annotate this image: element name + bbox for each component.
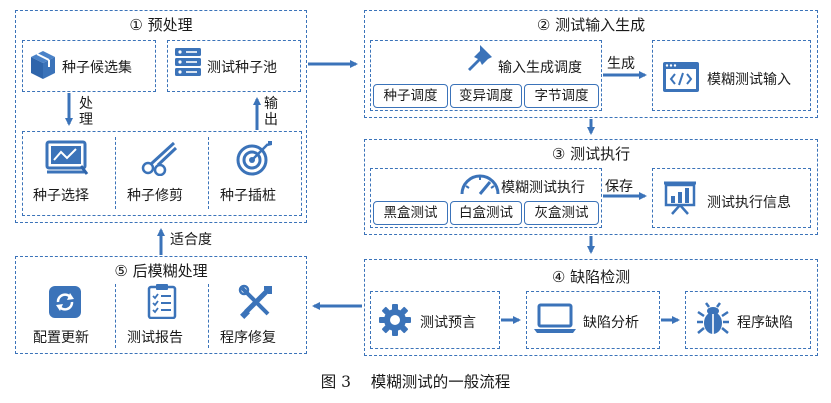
divider bbox=[115, 284, 116, 348]
generate-label: 生成 bbox=[607, 56, 635, 72]
bug-icon bbox=[697, 302, 729, 334]
seed-candidates-box bbox=[22, 40, 156, 92]
scissors-icon bbox=[141, 141, 178, 176]
fitness-label: 适合度 bbox=[170, 232, 212, 248]
save-label: 保存 bbox=[605, 179, 633, 195]
white-box-chip: 白盒测试 bbox=[450, 201, 522, 225]
stage5-title: ⑤ 后模糊处理 bbox=[114, 262, 208, 280]
exec-info-box bbox=[652, 168, 811, 228]
refresh-icon bbox=[49, 286, 81, 318]
oracle-label: 测试预言 bbox=[420, 315, 476, 331]
pushpin-icon bbox=[468, 45, 492, 71]
seed-ops-box bbox=[22, 131, 302, 216]
tools-icon bbox=[238, 284, 272, 319]
monitor-chart-icon bbox=[45, 140, 89, 175]
program-bug-box bbox=[685, 291, 811, 349]
gear-icon bbox=[379, 304, 411, 336]
schedule-box bbox=[370, 40, 602, 111]
cube-icon bbox=[31, 51, 55, 79]
seed-candidates-label: 种子候选集 bbox=[62, 60, 132, 76]
stage1-title: ① 预处理 bbox=[129, 16, 193, 34]
black-box-chip: 黑盒测试 bbox=[373, 201, 448, 225]
divider bbox=[208, 137, 209, 209]
byte-schedule-chip: 字节调度 bbox=[524, 84, 599, 108]
schedule-label: 输入生成调度 bbox=[498, 60, 582, 76]
stage2-title: ② 测试输入生成 bbox=[536, 16, 646, 34]
analysis-label: 缺陷分析 bbox=[583, 315, 639, 331]
test-report-label: 测试报告 bbox=[127, 330, 183, 346]
code-window-icon bbox=[663, 62, 699, 92]
gray-box-chip: 灰盒测试 bbox=[524, 201, 599, 225]
presentation-chart-icon bbox=[664, 181, 696, 215]
seed-instrument-label: 种子插桩 bbox=[220, 188, 276, 204]
figure-caption: 图 3 模糊测试的一般流程 bbox=[320, 373, 511, 391]
laptop-icon bbox=[534, 303, 576, 333]
seed-pool-label: 测试种子池 bbox=[207, 60, 277, 76]
execution-box bbox=[370, 168, 602, 228]
program-repair-label: 程序修复 bbox=[220, 330, 276, 346]
stage1-preprocess-panel bbox=[15, 10, 307, 223]
seed-select-label: 种子选择 bbox=[33, 188, 89, 204]
execution-label: 模糊测试执行 bbox=[501, 180, 585, 196]
fuzz-input-label: 模糊测试输入 bbox=[707, 72, 791, 88]
checklist-icon bbox=[147, 284, 177, 319]
stage4-bug-detection-panel bbox=[364, 259, 818, 356]
seed-schedule-chip: 种子调度 bbox=[373, 84, 448, 108]
exec-info-label: 测试执行信息 bbox=[707, 195, 791, 211]
seed-pool-box bbox=[167, 40, 301, 92]
config-update-label: 配置更新 bbox=[33, 330, 89, 346]
target-icon bbox=[236, 141, 272, 176]
oracle-box bbox=[370, 291, 500, 349]
stage2-input-generation-panel bbox=[364, 10, 818, 118]
gauge-icon bbox=[460, 174, 500, 195]
mutation-schedule-chip: 变异调度 bbox=[450, 84, 522, 108]
stage4-title: ④ 缺陷检测 bbox=[551, 268, 631, 286]
program-bug-label: 程序缺陷 bbox=[737, 315, 793, 331]
stage3-title: ③ 测试执行 bbox=[551, 145, 631, 163]
divider bbox=[208, 284, 209, 348]
process-label: 处理 bbox=[79, 96, 93, 128]
seed-prune-label: 种子修剪 bbox=[127, 188, 183, 204]
fuzz-input-box bbox=[652, 40, 811, 111]
divider bbox=[115, 137, 116, 209]
output-label: 输出 bbox=[264, 96, 278, 128]
analysis-box bbox=[526, 291, 660, 349]
server-icon bbox=[175, 48, 201, 76]
stage5-post-fuzz-panel bbox=[15, 256, 307, 354]
stage3-execution-panel bbox=[364, 139, 818, 235]
